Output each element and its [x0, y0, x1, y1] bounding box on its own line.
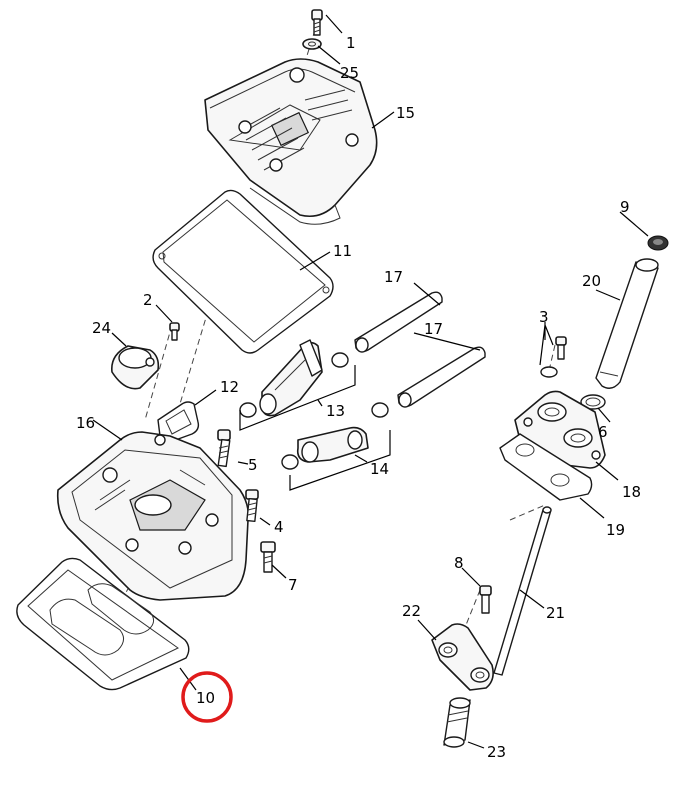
part-13-rocker-arm: [259, 339, 323, 417]
callout-12: 12: [220, 378, 239, 396]
callout-labels: 1 25 15 9 11 17 20 2 3 17 24 12 13 16 6 …: [76, 34, 641, 761]
part-21-pushrod: [493, 506, 552, 676]
part-23-lifter: [443, 697, 471, 748]
part-13-bushings: [239, 352, 349, 418]
part-14-bushings: [281, 402, 389, 470]
part-20-pushrod-tube: [595, 258, 659, 389]
part-6-o-ring: [580, 394, 606, 410]
part-15-rocker-cover: [204, 58, 378, 225]
callout-8: 8: [454, 554, 464, 572]
part-24-breather-cover: [111, 345, 160, 390]
callout-22: 22: [402, 602, 421, 620]
callout-25: 25: [340, 64, 359, 82]
part-10-lower-gasket: [16, 557, 190, 691]
callout-24: 24: [92, 319, 111, 337]
highlight-circle-callout-10: [181, 671, 233, 723]
callout-10: 10: [196, 689, 215, 707]
part-17-rocker-shaft-upper: [354, 291, 443, 353]
callout-7: 7: [288, 576, 298, 594]
callout-4: 4: [274, 518, 284, 536]
part-3-bolts: [540, 336, 567, 378]
callout-1: 1: [346, 34, 356, 52]
callout-16: 16: [76, 414, 95, 432]
bracket-outlines: [239, 365, 391, 491]
part-25-washer: [302, 38, 322, 50]
part-1-bolt: [311, 9, 323, 36]
part-19-lifter-gasket: [499, 433, 593, 501]
callout-9: 9: [620, 198, 630, 216]
part-8-bolt: [479, 585, 492, 614]
callout-20: 20: [582, 272, 601, 290]
part-9-cap: [647, 235, 669, 251]
part-7-bolt: [260, 541, 276, 573]
part-17-rocker-shaft-lower: [397, 346, 486, 408]
callout-18: 18: [622, 483, 641, 501]
part-14-rocker-arm: [296, 426, 369, 463]
leader-lines: [92, 14, 649, 749]
part-4-bolt: [245, 489, 259, 523]
callout-13: 13: [326, 402, 345, 420]
callout-15: 15: [396, 104, 415, 122]
callout-17-upper: 17: [384, 268, 403, 286]
part-2-bolt: [169, 322, 180, 341]
part-22-lifter-guide: [431, 623, 494, 691]
callout-19: 19: [606, 521, 625, 539]
part-16-rocker-support: [56, 431, 250, 601]
callout-11: 11: [333, 242, 352, 260]
callout-5: 5: [248, 456, 258, 474]
part-5-bolt: [217, 429, 231, 468]
callout-21: 21: [546, 604, 565, 622]
part-11-cover-gasket: [152, 189, 334, 354]
callout-2: 2: [143, 291, 153, 309]
callout-17-lower: 17: [424, 320, 443, 338]
callout-3: 3: [539, 308, 549, 326]
callout-14: 14: [370, 460, 389, 478]
callout-23: 23: [487, 743, 506, 761]
callout-6: 6: [598, 423, 608, 441]
